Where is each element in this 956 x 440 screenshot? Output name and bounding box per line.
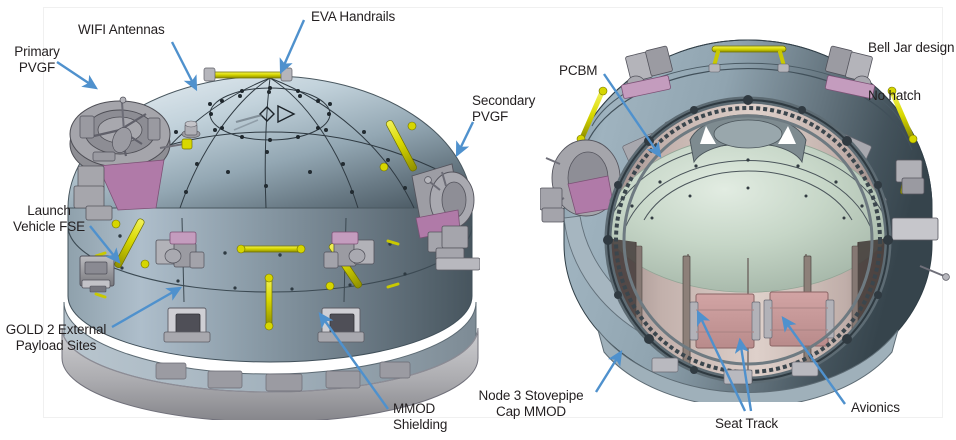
gold2-external-payload-site — [323, 231, 375, 269]
callout-line: EVA Handrails — [311, 9, 396, 24]
module-dome — [67, 75, 473, 209]
eva-handrail — [887, 86, 918, 144]
eva-handrail — [379, 120, 417, 172]
callout-wifi-antennas: WIFI Antennas — [78, 22, 188, 38]
callout-line: MMOD — [393, 401, 436, 416]
callout-line: Launch — [27, 203, 71, 218]
callout-line: GOLD 2 External — [5, 322, 107, 337]
trunnion-bracket — [163, 307, 211, 343]
note-bell-jar: Bell Jar design No hatch — [868, 8, 956, 136]
primary-pvgf — [69, 96, 193, 221]
eva-handrail — [236, 244, 306, 254]
gold2-external-payload-site — [155, 231, 205, 269]
note-line1: Bell Jar design — [868, 40, 955, 55]
callout-eva-handrails: EVA Handrails — [311, 9, 421, 25]
external-payload-cluster — [825, 45, 875, 99]
left-module-exterior — [61, 67, 480, 420]
callout-line: Shielding — [393, 417, 448, 432]
launch-vehicle-fse — [79, 255, 115, 293]
callout-line: PVGF — [18, 60, 56, 75]
note-line2: No hatch — [868, 88, 921, 103]
trunnion-bracket — [317, 307, 365, 343]
secondary-pvgf — [411, 163, 475, 263]
callout-line: Cap MMOD — [495, 404, 567, 419]
side-fitting — [891, 159, 950, 281]
callout-line: Avionics — [851, 400, 900, 415]
eva-handrail — [708, 45, 790, 73]
secondary-pvgf — [540, 139, 621, 223]
callout-line: Primary — [14, 44, 60, 59]
eva-handrail — [264, 273, 274, 331]
callout-line: Seat Track — [715, 416, 779, 431]
callout-avionics: Avionics — [851, 400, 921, 416]
callout-line: Node 3 Stovepipe — [478, 388, 584, 403]
callout-line: PCBM — [559, 63, 598, 78]
callout-seat-track: Seat Track — [715, 416, 795, 432]
wifi-antenna — [181, 120, 201, 139]
callout-line: Vehicle FSE — [13, 219, 85, 234]
callout-line: Payload Sites — [15, 338, 97, 353]
eva-handrail — [386, 239, 401, 289]
callout-line: WIFI Antennas — [78, 22, 165, 37]
callout-pcbm: PCBM — [559, 63, 607, 79]
callout-line: PVGF — [472, 109, 509, 124]
avionics-rack — [689, 293, 761, 349]
figure-frame — [43, 7, 943, 418]
callout-line: Secondary — [472, 93, 536, 108]
side-boom — [435, 257, 480, 271]
